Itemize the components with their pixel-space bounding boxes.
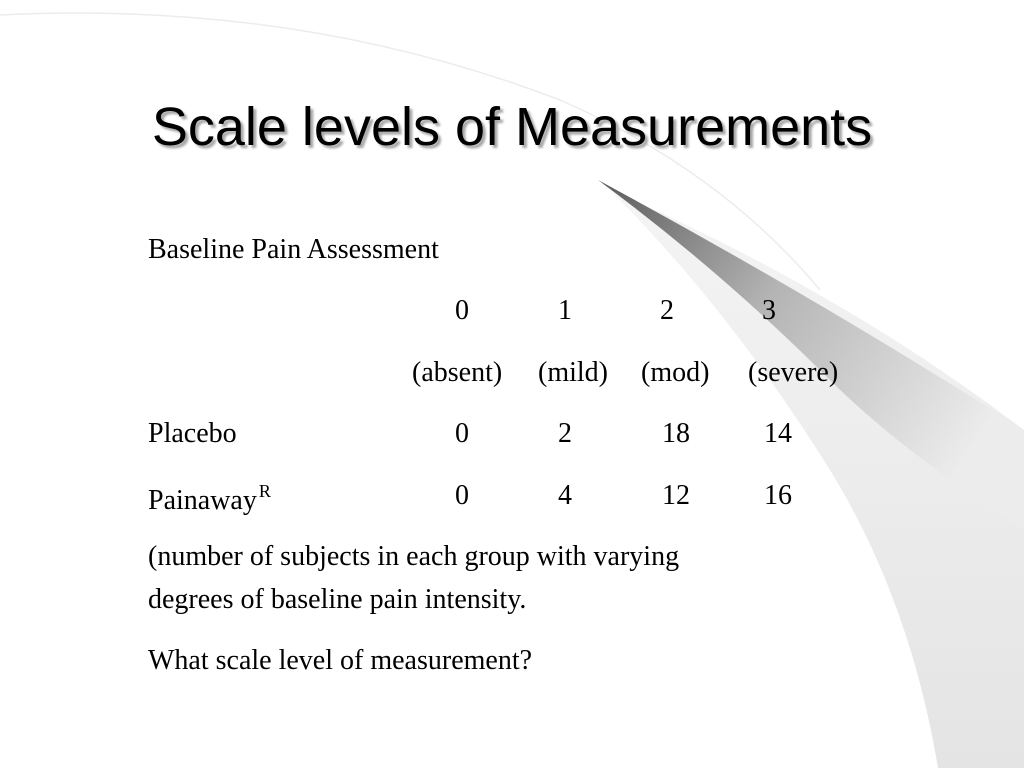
score-1: 1 <box>558 295 572 326</box>
group-name-text: Painaway <box>148 485 257 516</box>
table-cell: 12 <box>662 480 690 511</box>
table-cell: 18 <box>662 418 690 449</box>
question-text: What scale level of measurement? <box>148 645 533 676</box>
group-name-placebo: Placebo <box>148 418 237 449</box>
score-2: 2 <box>660 295 674 326</box>
slide-title: Scale levels of Measurements <box>151 97 873 157</box>
level-label-mild: (mild) <box>538 357 608 388</box>
table-cell: 0 <box>455 418 469 449</box>
note-line-1: (number of subjects in each group with v… <box>148 541 680 572</box>
table-cell: 2 <box>558 418 572 449</box>
level-label-absent: (absent) <box>412 357 503 388</box>
table-cell: 14 <box>764 418 792 449</box>
registered-superscript: R <box>258 481 271 501</box>
score-3: 3 <box>762 295 776 326</box>
table-cell: 0 <box>455 480 469 511</box>
level-label-mod: (mod) <box>641 357 710 388</box>
table-cell: 16 <box>764 480 792 511</box>
table-heading: Baseline Pain Assessment <box>148 234 439 265</box>
note-line-2: degrees of baseline pain intensity. <box>148 584 527 615</box>
table-cell: 4 <box>558 480 572 511</box>
score-0: 0 <box>455 295 469 326</box>
level-label-severe: (severe) <box>748 357 839 388</box>
